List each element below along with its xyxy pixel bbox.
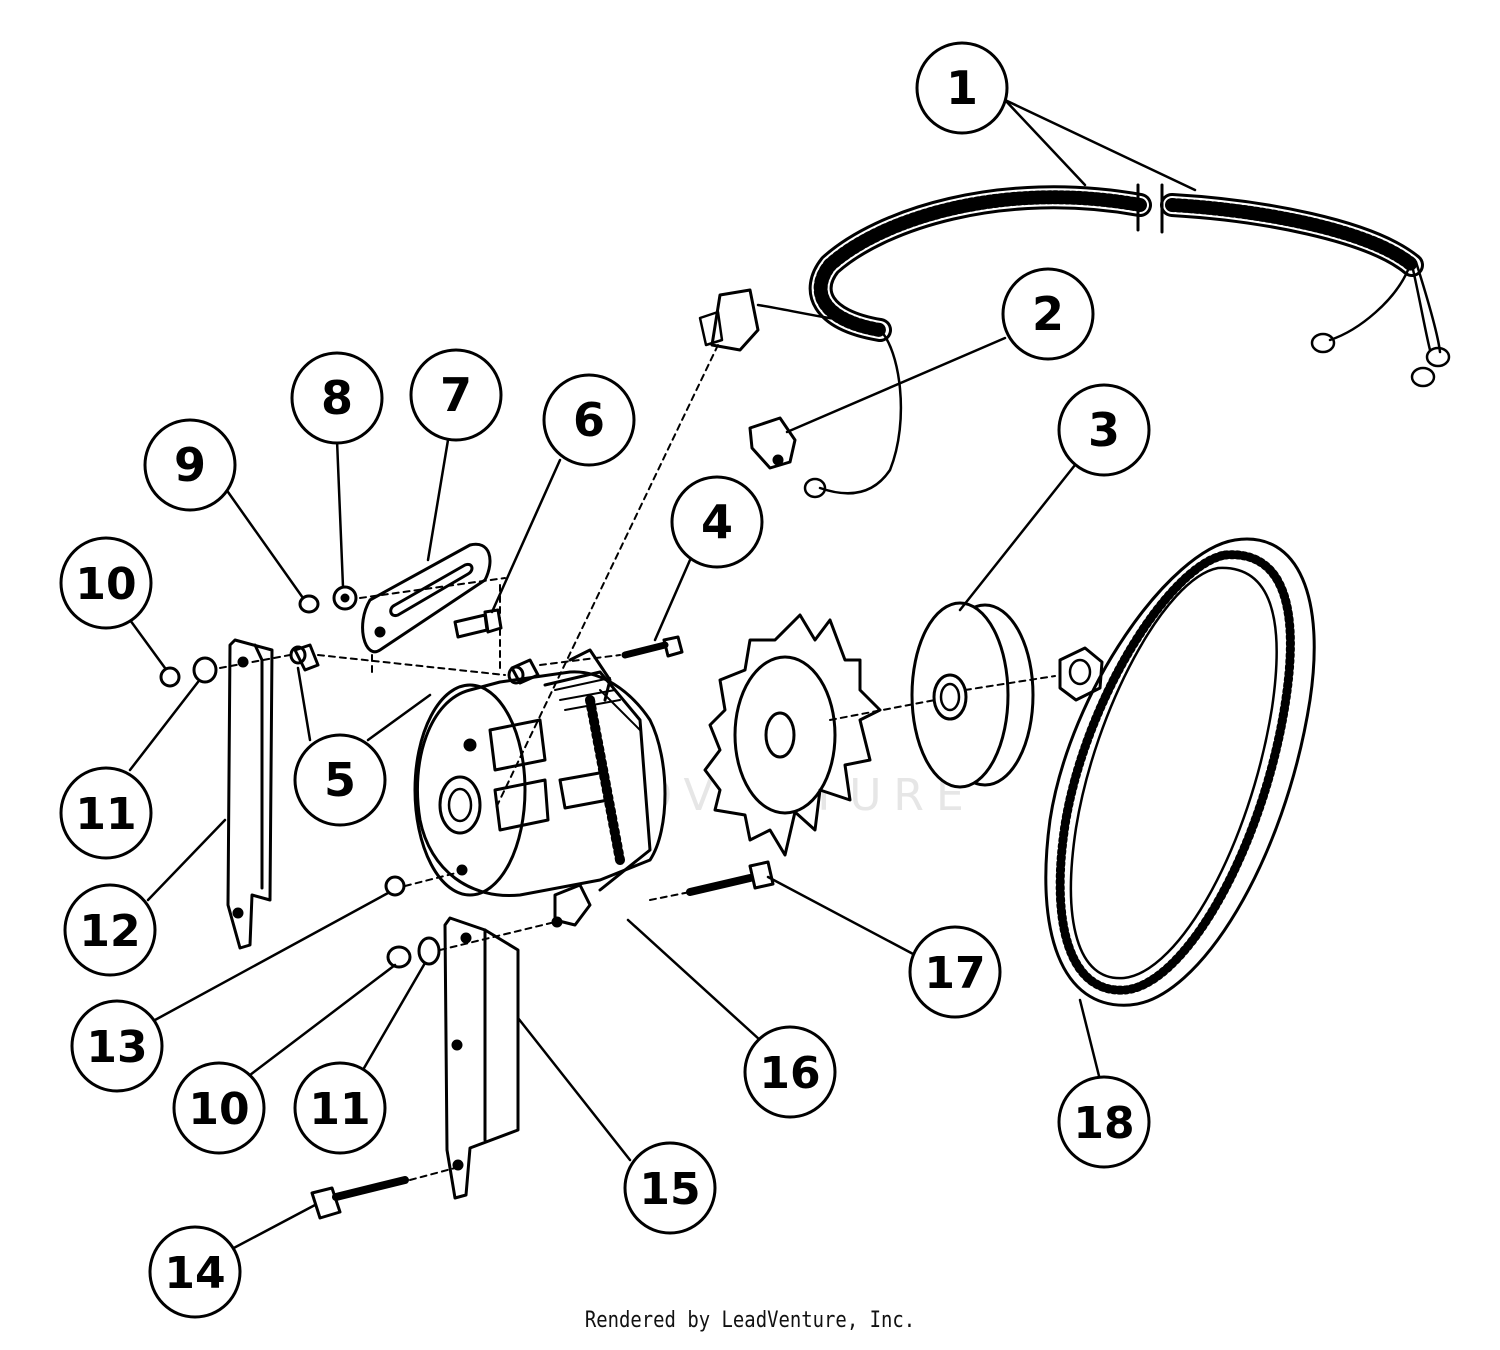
terminal-boot xyxy=(748,416,797,470)
pulley xyxy=(910,601,1035,789)
washer-8 xyxy=(332,585,358,611)
callout-label: 14 xyxy=(164,1248,225,1299)
callout-16: 16 xyxy=(743,1025,837,1119)
spacer-5-left xyxy=(289,643,320,672)
drive-belt xyxy=(1044,537,1316,1007)
callout-11-upper: 11 xyxy=(59,766,153,860)
mounting-bracket-12 xyxy=(226,638,274,950)
callout-label: 4 xyxy=(701,495,733,549)
callout-4: 4 xyxy=(670,475,764,569)
bolt-14 xyxy=(310,1176,409,1220)
bolt-17 xyxy=(686,860,775,896)
mounting-bracket-15 xyxy=(443,916,520,1200)
washer-11-upper xyxy=(192,656,218,684)
callout-11-lower: 11 xyxy=(293,1061,387,1155)
callout-1: 1 xyxy=(915,41,1009,135)
callout-13: 13 xyxy=(70,999,164,1093)
cooling-fan xyxy=(703,613,882,857)
callout-label: 9 xyxy=(174,438,206,492)
callout-label: 2 xyxy=(1032,287,1064,341)
callout-10-upper: 10 xyxy=(59,536,153,630)
callout-label: 12 xyxy=(79,906,140,957)
callout-label: 8 xyxy=(321,371,353,425)
callout-label: 15 xyxy=(639,1164,700,1215)
callout-5: 5 xyxy=(293,733,387,827)
callout-3: 3 xyxy=(1057,383,1151,477)
callout-label: 10 xyxy=(188,1084,249,1135)
credit-line: Rendered by LeadVenture, Inc. xyxy=(584,1308,916,1333)
alternator xyxy=(413,648,667,928)
callout-label: 10 xyxy=(75,559,136,610)
callout-15: 15 xyxy=(623,1141,717,1235)
callout-label: 13 xyxy=(86,1022,147,1073)
callouts: 1 2 3 4 5 6 7 8 9 10 11 12 13 10 11 14 1… xyxy=(59,41,1151,1319)
callout-label: 6 xyxy=(573,393,605,447)
leader-lines xyxy=(128,98,1197,1252)
callout-label: 11 xyxy=(75,789,136,840)
callout-12: 12 xyxy=(63,883,157,977)
adjustment-bracket xyxy=(361,542,492,654)
callout-14: 14 xyxy=(148,1225,242,1319)
long-bolt-4 xyxy=(621,635,684,659)
callout-9: 9 xyxy=(143,418,237,512)
spacer-5-right xyxy=(507,658,540,685)
callout-label: 5 xyxy=(324,753,356,807)
callout-10-lower: 10 xyxy=(172,1061,266,1155)
assembly-lines xyxy=(219,344,1056,1181)
nut-9 xyxy=(298,594,320,614)
callout-17: 17 xyxy=(908,925,1002,1019)
callout-6: 6 xyxy=(542,373,636,467)
nut-10-upper xyxy=(159,666,181,688)
washer-11-lower xyxy=(417,936,441,966)
callout-label: 7 xyxy=(440,368,472,422)
callout-label: 3 xyxy=(1088,403,1120,457)
callout-2: 2 xyxy=(1001,267,1095,361)
callout-label: 1 xyxy=(946,61,978,115)
callout-7: 7 xyxy=(409,348,503,442)
nut-10-lower xyxy=(386,945,412,969)
bracket-bolt xyxy=(453,608,503,639)
callout-label: 18 xyxy=(1073,1098,1134,1149)
callout-18: 18 xyxy=(1057,1075,1151,1169)
wire-harness xyxy=(698,183,1451,499)
callout-label: 17 xyxy=(924,948,985,999)
shaft-nut xyxy=(1058,646,1104,702)
callout-8: 8 xyxy=(290,351,384,445)
callout-label: 11 xyxy=(309,1084,370,1135)
callout-label: 16 xyxy=(759,1048,820,1099)
